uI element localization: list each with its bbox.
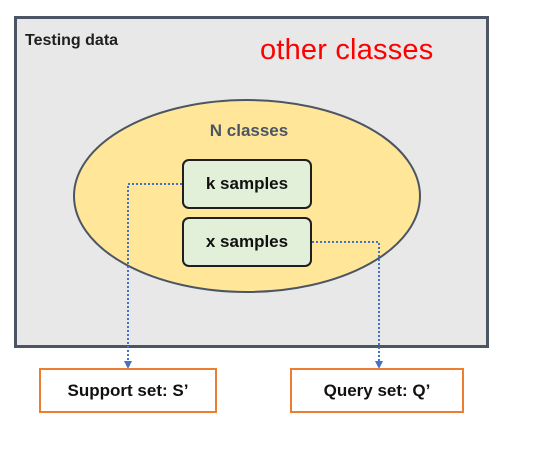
- support-set-box: Support set: S’: [39, 368, 217, 413]
- other-classes-label: other classes: [260, 34, 434, 66]
- support-set-label: Support set: S’: [67, 380, 189, 400]
- n-classes-label: N classes: [209, 121, 289, 140]
- k-samples-box: k samples: [182, 159, 312, 209]
- x-samples-box: x samples: [182, 217, 312, 267]
- k-samples-label: k samples: [205, 174, 289, 193]
- query-set-box: Query set: Q’: [290, 368, 464, 413]
- support-arrow: [124, 183, 182, 369]
- x-samples-label: x samples: [205, 232, 289, 251]
- query-arrow: [312, 241, 383, 369]
- testing-data-title: Testing data: [25, 32, 119, 49]
- query-set-label: Query set: Q’: [323, 380, 431, 400]
